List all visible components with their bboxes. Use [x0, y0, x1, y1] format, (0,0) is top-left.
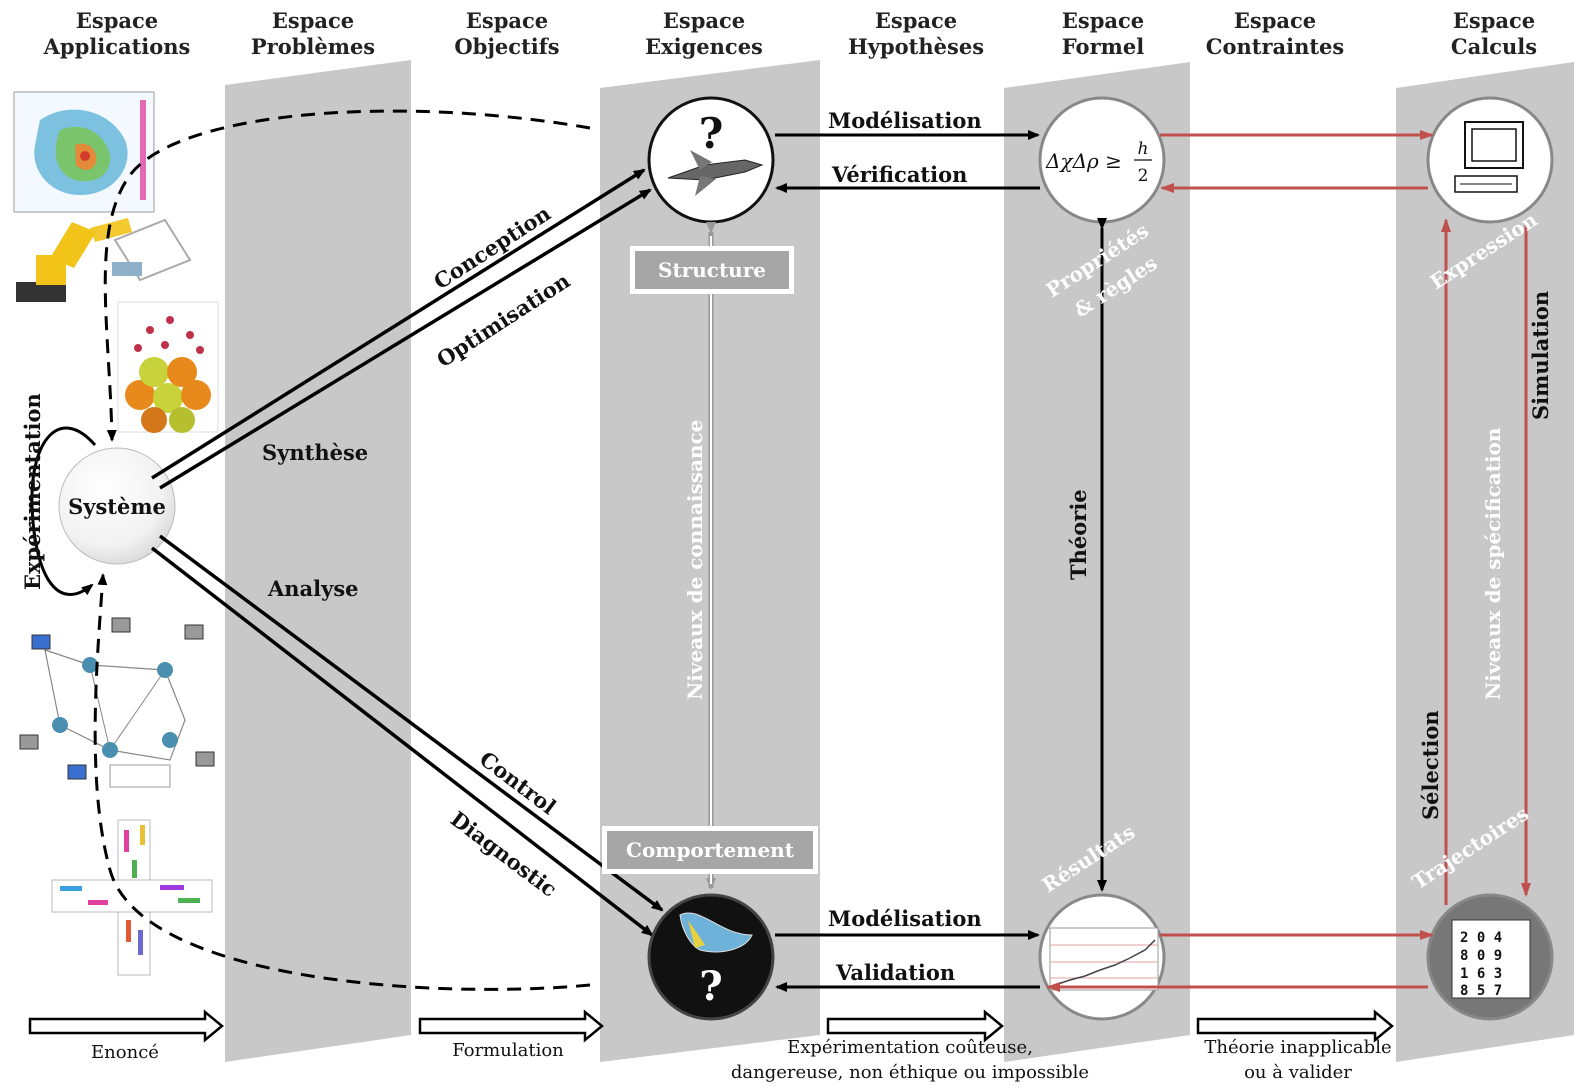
formula-box: ΔχΔρ ≥ h 2: [1045, 139, 1152, 186]
label-selection: Sélection: [1418, 710, 1443, 820]
results-chart-icon: [1049, 927, 1159, 991]
header-hypotheses: Espace Hypothèses: [848, 8, 984, 59]
traffic-image: [51, 819, 213, 976]
panel-problemes: [225, 60, 411, 1062]
svg-text:Espace: Espace: [1234, 8, 1316, 33]
arrow-conception: [151, 168, 646, 480]
svg-text:Espace: Espace: [76, 8, 158, 33]
label-comportement: Comportement: [626, 838, 795, 862]
panel-calculs: [1396, 62, 1574, 1062]
label-verification: Vérification: [831, 162, 967, 187]
question-bottom: ?: [699, 963, 722, 1010]
dashed-loop-top: [103, 109, 591, 442]
label-niveaux-specification: Niveaux de spécification: [1481, 427, 1505, 700]
label-conception: Conception: [429, 200, 555, 294]
label-modelisation-bottom: Modélisation: [828, 906, 982, 931]
label-analyse: Analyse: [267, 576, 359, 601]
header-objectifs: Espace Objectifs: [454, 8, 559, 59]
svg-text:2 0 4: 2 0 4: [1460, 930, 1502, 946]
svg-text:Exigences: Exigences: [645, 34, 763, 59]
aircraft-icon: [679, 912, 753, 953]
arrow-diagnostic: [150, 546, 654, 937]
svg-text:Formel: Formel: [1062, 34, 1144, 59]
header-formel: Espace Formel: [1062, 8, 1144, 59]
svg-text:Calculs: Calculs: [1451, 34, 1537, 59]
hollow-arrow-experimentation: [826, 1009, 1004, 1043]
svg-text:Applications: Applications: [43, 34, 191, 59]
network-image: [19, 617, 215, 788]
svg-text:Espace: Espace: [272, 8, 354, 33]
hollow-arrow-enonce: [28, 1009, 224, 1043]
svg-text:Espace: Espace: [1453, 8, 1535, 33]
svg-text:Contraintes: Contraintes: [1206, 34, 1345, 59]
question-top: ?: [699, 109, 724, 158]
systeme-node[interactable]: [58, 447, 176, 565]
header-applications: Espace Applications: [43, 8, 191, 59]
svg-text:h: h: [1138, 139, 1149, 159]
label-niveaux-connaissance: Niveaux de connaissance: [683, 420, 707, 700]
svg-text:Hypothèses: Hypothèses: [848, 34, 984, 59]
label-synthese: Synthèse: [262, 440, 368, 465]
header-exigences: Espace Exigences: [645, 8, 763, 59]
label-formulation: Formulation: [452, 1040, 564, 1061]
numbers-icon: 2 0 4 8 0 9 1 6 3 8 5 7: [1451, 919, 1531, 999]
shuttle-icon: [667, 150, 764, 196]
svg-text:Problèmes: Problèmes: [251, 34, 375, 59]
header-calculs: Espace Calculs: [1451, 8, 1537, 59]
label-validation: Validation: [835, 960, 955, 985]
svg-text:8 5 7: 8 5 7: [1460, 983, 1502, 999]
svg-text:8 0 9: 8 0 9: [1460, 948, 1502, 964]
molecule-image: [117, 301, 219, 433]
svg-text:Espace: Espace: [1062, 8, 1144, 33]
svg-text:2: 2: [1138, 166, 1149, 186]
svg-text:Espace: Espace: [663, 8, 745, 33]
label-theorie-inapplicable-1: Théorie inapplicable: [1204, 1037, 1391, 1058]
experimentation-loop: [30, 426, 97, 596]
svg-text:Espace: Espace: [875, 8, 957, 33]
header-problemes: Espace Problèmes: [251, 8, 375, 59]
hollow-arrow-theorie: [1196, 1009, 1394, 1043]
label-experimentation: Expérimentation: [20, 393, 45, 590]
dashed-loop-bottom: [93, 573, 591, 991]
svg-text:ΔχΔρ ≥: ΔχΔρ ≥: [1045, 149, 1122, 173]
label-structure: Structure: [658, 258, 766, 282]
robot-arm-image: [16, 218, 192, 302]
weather-map-image: [13, 91, 155, 213]
arrow-control: [158, 534, 664, 912]
svg-text:1 6 3: 1 6 3: [1460, 966, 1502, 982]
label-enonce: Enoncé: [91, 1042, 159, 1063]
label-theorie: Théorie: [1066, 489, 1091, 580]
label-experimentation-cost-2: dangereuse, non éthique ou impossible: [731, 1062, 1089, 1083]
arrow-optimisation: [159, 188, 652, 490]
label-modelisation-top: Modélisation: [828, 108, 982, 133]
svg-text:Espace: Espace: [466, 8, 548, 33]
svg-text:Objectifs: Objectifs: [454, 34, 559, 59]
label-theorie-inapplicable-2: ou à valider: [1244, 1062, 1352, 1083]
exigences-bottom-node[interactable]: [647, 893, 775, 1021]
computer-icon: [1454, 121, 1524, 193]
hollow-arrow-formulation: [418, 1009, 604, 1043]
label-experimentation-cost-1: Expérimentation coûteuse,: [787, 1037, 1033, 1058]
systeme-label: Système: [68, 494, 166, 519]
header-contraintes: Espace Contraintes: [1206, 8, 1345, 59]
label-simulation: Simulation: [1528, 291, 1553, 420]
